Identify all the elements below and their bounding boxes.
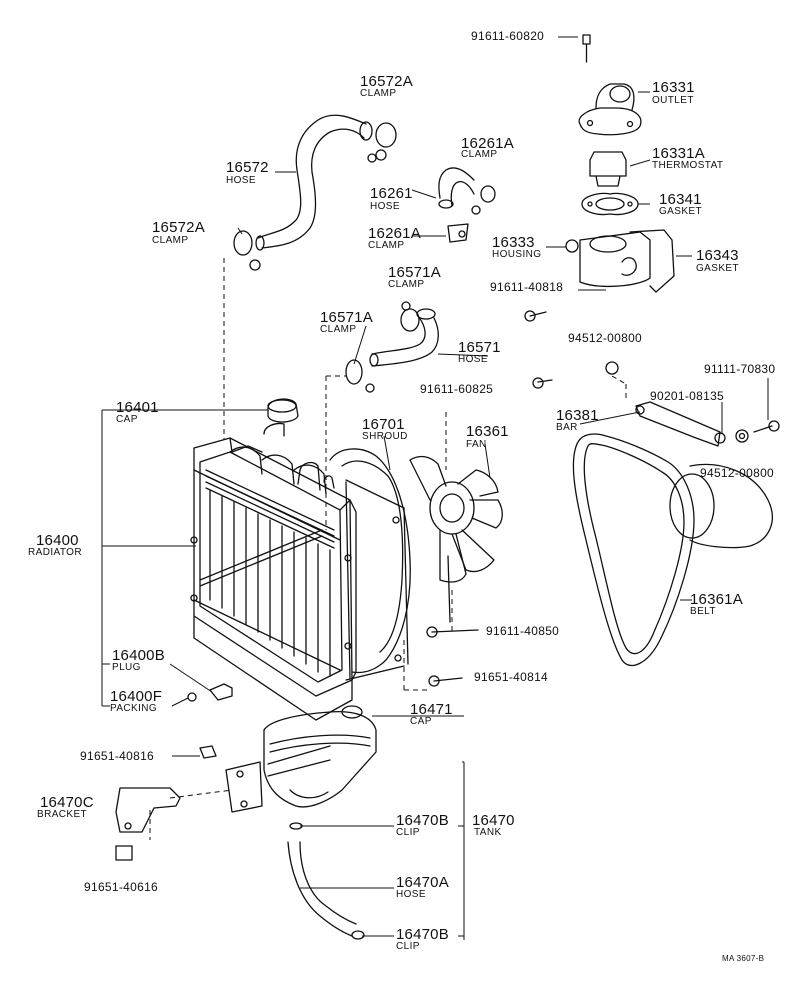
radiator-drawing bbox=[190, 398, 357, 721]
callout-16331-number: 16331 bbox=[652, 79, 695, 96]
part-number-94512-00800-top: 94512-00800 bbox=[568, 331, 643, 345]
belt-drawing bbox=[572, 361, 780, 666]
callout-16331A-name: THERMOSTAT bbox=[652, 160, 724, 171]
callout-16400-number: 16400 bbox=[36, 532, 79, 549]
part-number-90201-08135: 90201-08135 bbox=[650, 389, 725, 403]
callout-16470B-top-name: CLIP bbox=[396, 827, 420, 838]
callout-16400-name: RADIATOR bbox=[28, 547, 82, 558]
callout-16261-number: 16261 bbox=[370, 185, 413, 202]
dashed-lines bbox=[149, 258, 627, 840]
callout-16343-name: GASKET bbox=[696, 263, 739, 274]
callout-16341-name: GASKET bbox=[659, 206, 702, 217]
callout-16571A-left-name: CLAMP bbox=[320, 324, 357, 335]
callout-16470C-number: 16470C bbox=[40, 794, 94, 811]
part-number-91651-40816: 91651-40816 bbox=[80, 749, 155, 763]
callout-16361A-number: 16361A bbox=[690, 591, 743, 608]
callout-16571A-top-number: 16571A bbox=[388, 264, 441, 281]
callout-16470C-name: BRACKET bbox=[37, 809, 88, 820]
callout-16571A-left-number: 16571A bbox=[320, 309, 373, 326]
callout-16571A-top-name: CLAMP bbox=[388, 279, 425, 290]
callout-16400F-name: PACKING bbox=[110, 703, 158, 714]
callout-16470B-top-number: 16470B bbox=[396, 812, 449, 829]
callout-16331-name: OUTLET bbox=[652, 95, 694, 106]
callout-16400B-number: 16400B bbox=[112, 647, 165, 664]
callout-16470-name: TANK bbox=[474, 827, 502, 838]
callout-16470B-bottom-name: CLIP bbox=[396, 941, 420, 952]
callout-16572-number: 16572 bbox=[226, 159, 269, 176]
shroud-drawing bbox=[329, 448, 411, 681]
part-number-91611-40850: 91611-40850 bbox=[486, 624, 560, 638]
part-number-91111-70830: 91111-70830 bbox=[704, 362, 776, 376]
part-number-91611-60820: 91611-60820 bbox=[471, 29, 545, 43]
bypass-hose-drawing bbox=[438, 167, 496, 243]
callout-16470-number: 16470 bbox=[472, 812, 515, 829]
part-number-91651-40814: 91651-40814 bbox=[474, 670, 549, 684]
part-number-91611-60825: 91611-60825 bbox=[420, 382, 494, 396]
callout-16331A-number: 16331A bbox=[652, 145, 705, 162]
callout-16572A-left-name: CLAMP bbox=[152, 235, 189, 246]
callout-16701-name: SHROUD bbox=[362, 431, 408, 442]
callout-16333-number: 16333 bbox=[492, 234, 535, 251]
callout-16571-name: HOSE bbox=[458, 354, 488, 365]
callout-16572-name: HOSE bbox=[226, 175, 256, 186]
reservoir-tank-drawing bbox=[115, 705, 377, 940]
callout-16401-number: 16401 bbox=[116, 399, 159, 416]
callout-16470A-number: 16470A bbox=[396, 874, 449, 891]
callout-16333-name: HOUSING bbox=[492, 249, 542, 260]
callout-16361A-name: BELT bbox=[690, 606, 716, 617]
callout-16572A-left-number: 16572A bbox=[152, 219, 205, 236]
callout-16701-number: 16701 bbox=[362, 416, 405, 433]
callout-16381-number: 16381 bbox=[556, 407, 599, 424]
leader-lines bbox=[101, 36, 769, 940]
callout-16400F-number: 16400F bbox=[110, 688, 163, 705]
callout-16470A-name: HOSE bbox=[396, 889, 426, 900]
callout-16572A-top-name: CLAMP bbox=[360, 88, 397, 99]
callout-16471-name: CAP bbox=[410, 716, 432, 727]
callout-16341-number: 16341 bbox=[659, 191, 702, 208]
part-number-94512-00800-bottom: 94512-00800 bbox=[700, 466, 775, 480]
callout-16361-number: 16361 bbox=[466, 423, 509, 440]
callout-16261-name: HOSE bbox=[370, 201, 400, 212]
diagram-reference: MA 3607-B bbox=[722, 954, 765, 963]
plug-drawing bbox=[187, 683, 233, 702]
callout-16401-name: CAP bbox=[116, 414, 138, 425]
callout-16261A-low-name: CLAMP bbox=[368, 240, 405, 251]
fan-drawing bbox=[409, 455, 503, 687]
part-number-91651-40616: 91651-40616 bbox=[84, 880, 159, 894]
callout-16261A-low-number: 16261A bbox=[368, 225, 421, 242]
callout-16400B-name: PLUG bbox=[112, 662, 141, 673]
callout-16470B-bottom-number: 16470B bbox=[396, 926, 449, 943]
callout-16361-name: FAN bbox=[466, 439, 487, 450]
lower-hose-drawing bbox=[345, 301, 439, 393]
callout-16343-number: 16343 bbox=[696, 247, 739, 264]
callout-16261A-top-name: CLAMP bbox=[461, 149, 498, 160]
callout-16381-name: BAR bbox=[556, 422, 578, 433]
callout-16471-number: 16471 bbox=[410, 701, 453, 718]
callout-16261A-top-number: 16261A bbox=[461, 135, 514, 152]
callout-16571-number: 16571 bbox=[458, 339, 501, 356]
upper-hose-drawing bbox=[233, 114, 397, 271]
part-number-91611-40818: 91611-40818 bbox=[490, 280, 564, 294]
callout-16572A-top-number: 16572A bbox=[360, 73, 413, 90]
